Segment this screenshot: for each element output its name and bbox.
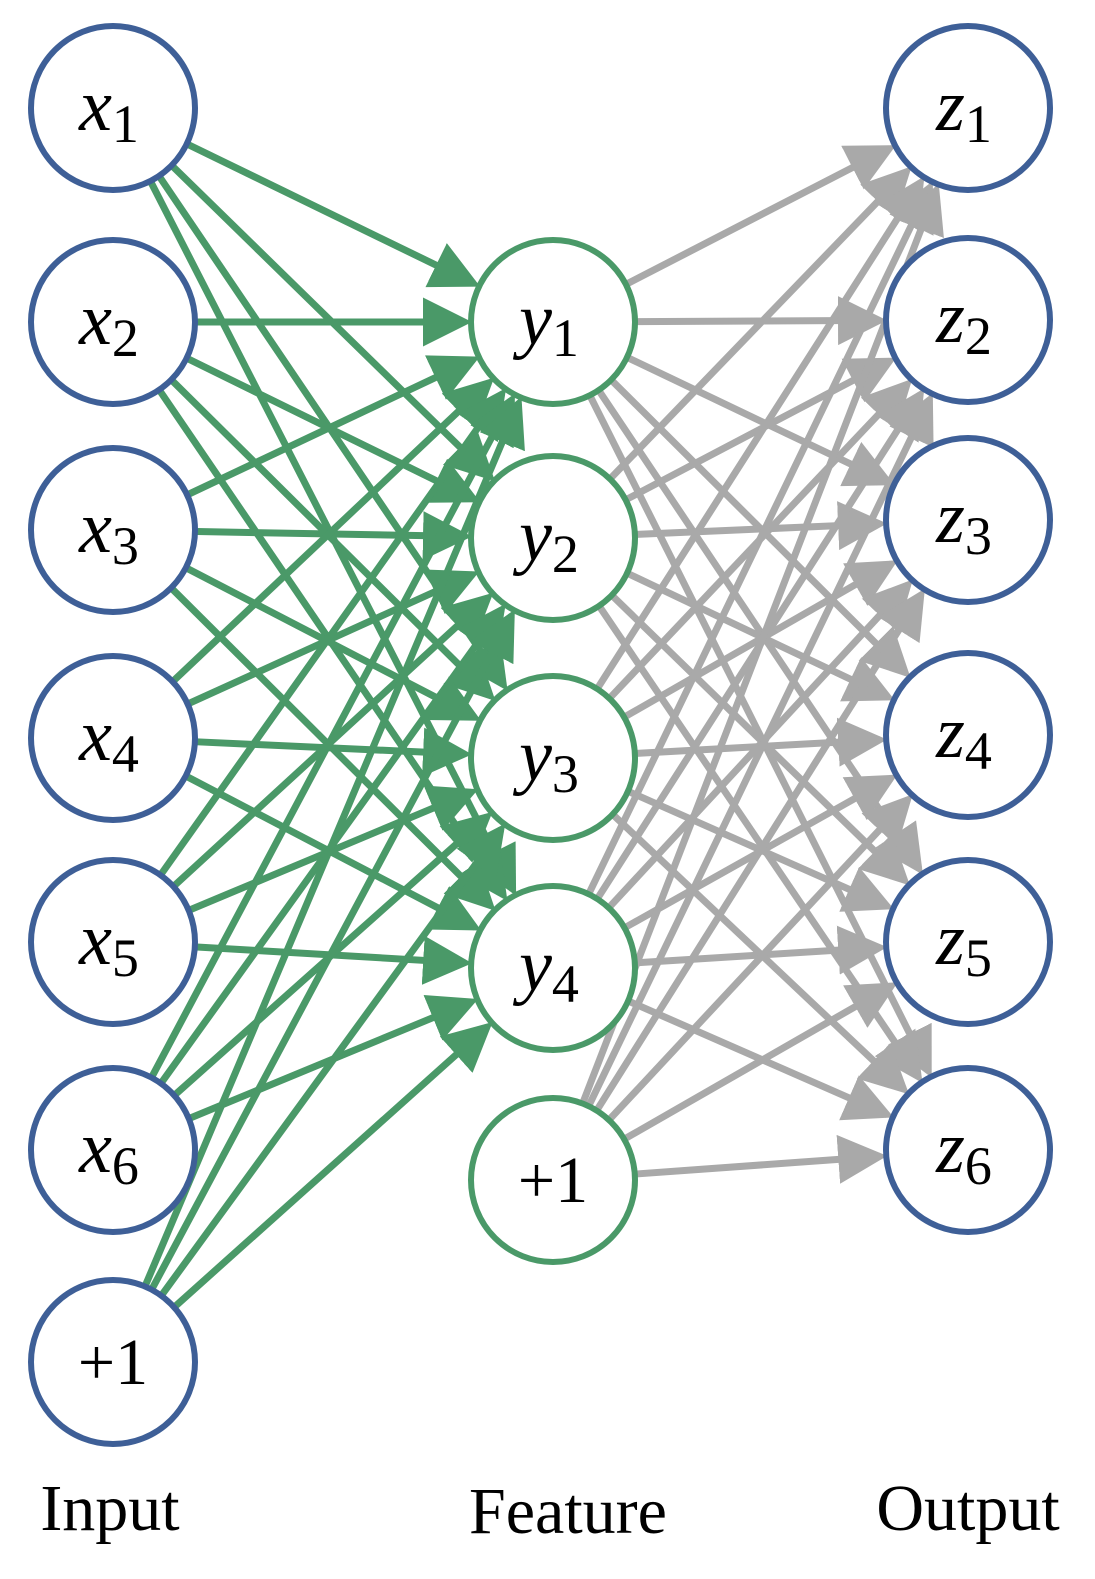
edge-bias-to-z4 bbox=[607, 794, 913, 1121]
feature-node-4-circle bbox=[468, 883, 638, 1053]
layer-labels: Input Feature Output bbox=[40, 1472, 1059, 1548]
feature-node-3-circle bbox=[468, 673, 638, 843]
decoder-edges bbox=[580, 145, 944, 1184]
edge-y2-to-z1 bbox=[608, 166, 912, 480]
edge-x3-to-y1 bbox=[187, 355, 480, 498]
output-node-1-circle bbox=[883, 23, 1053, 193]
input-node-1-circle bbox=[28, 23, 198, 193]
edge-x4-to-y3 bbox=[196, 727, 473, 777]
output-node-6-circle bbox=[883, 1065, 1053, 1235]
edge-y4-to-z1 bbox=[586, 180, 934, 894]
input-node-5: x5 bbox=[28, 857, 198, 1027]
input-node-2-circle bbox=[28, 237, 198, 407]
edge-y1-to-z3 bbox=[627, 355, 895, 487]
feature-bias-node-label: +1 bbox=[518, 1144, 588, 1217]
input-node-3-circle bbox=[28, 445, 198, 615]
input-bias-node: +1 bbox=[28, 1277, 198, 1447]
input-bias-node-label: +1 bbox=[78, 1326, 148, 1399]
input-node-2-label: x2 bbox=[78, 279, 139, 368]
feature-layer-label: Feature bbox=[469, 1475, 667, 1548]
edge-y2-to-z4 bbox=[627, 570, 895, 702]
edge-y1-to-z1 bbox=[626, 145, 897, 287]
feature-node-2-label: y2 bbox=[512, 495, 579, 584]
encoder-edges bbox=[142, 141, 525, 1309]
feature-node-1-label: y1 bbox=[512, 279, 579, 368]
input-node-5-label: x5 bbox=[78, 899, 139, 988]
input-node-4: x4 bbox=[28, 653, 198, 823]
output-node-5-circle bbox=[883, 857, 1053, 1027]
input-node-1-label: x1 bbox=[78, 65, 139, 154]
edge-bias-to-z6 bbox=[636, 1134, 888, 1184]
output-node-3-label: z3 bbox=[935, 477, 992, 566]
edge-bias-to-y3 bbox=[159, 823, 506, 1297]
feature-node-1: y1 bbox=[468, 237, 638, 407]
edge-bias-to-z5 bbox=[624, 982, 898, 1142]
input-layer-label: Input bbox=[40, 1472, 179, 1545]
output-node-6-label: z6 bbox=[935, 1107, 992, 1196]
output-node-2-label: z2 bbox=[935, 277, 992, 366]
feature-node-4-label: y4 bbox=[512, 925, 579, 1014]
output-node-5: z5 bbox=[883, 857, 1053, 1027]
edge-y3-to-z1 bbox=[595, 176, 925, 690]
feature-bias-node-circle bbox=[468, 1095, 638, 1265]
edge-x6-to-y1 bbox=[149, 393, 515, 1078]
edge-bias-to-y2 bbox=[149, 609, 515, 1290]
edge-x4-to-y1 bbox=[171, 377, 495, 683]
edge-bias-to-y4 bbox=[173, 1022, 493, 1309]
edge-x5-to-y1 bbox=[158, 388, 507, 876]
output-node-1-label: z1 bbox=[935, 65, 992, 154]
feature-node-1-circle bbox=[468, 237, 638, 407]
output-layer-label: Output bbox=[876, 1472, 1059, 1545]
input-node-3: x3 bbox=[28, 445, 198, 615]
edge-bias-to-z1 bbox=[580, 183, 944, 1103]
feature-node-2: y2 bbox=[468, 453, 638, 623]
input-node-5-circle bbox=[28, 857, 198, 1027]
nodes: x1 x2 x3 x4 x5 x6 +1 y1 y2 y3 y4 +1 z1 z2 z3 z4 z5 z6 bbox=[28, 23, 1053, 1447]
input-node-6-label: x6 bbox=[78, 1107, 139, 1196]
input-node-2: x2 bbox=[28, 237, 198, 407]
feature-node-4: y4 bbox=[468, 883, 638, 1053]
edge-y1-to-z6 bbox=[587, 395, 932, 1078]
edge-bias-to-z3 bbox=[594, 588, 925, 1111]
output-node-4: z4 bbox=[883, 650, 1053, 820]
input-node-1: x1 bbox=[28, 23, 198, 193]
edge-x3-to-y3 bbox=[185, 565, 482, 721]
edge-bias-to-y1 bbox=[142, 396, 525, 1287]
output-node-2-circle bbox=[883, 235, 1053, 405]
feature-node-3-label: y3 bbox=[512, 715, 579, 804]
input-bias-node-circle bbox=[28, 1277, 198, 1447]
input-node-6: x6 bbox=[28, 1065, 198, 1235]
output-node-4-label: z4 bbox=[935, 692, 992, 781]
output-node-5-label: z5 bbox=[935, 899, 992, 988]
input-node-6-circle bbox=[28, 1065, 198, 1235]
feature-node-3: y3 bbox=[468, 673, 638, 843]
output-node-3-circle bbox=[883, 435, 1053, 605]
output-node-4-circle bbox=[883, 650, 1053, 820]
output-node-6: z6 bbox=[883, 1065, 1053, 1235]
output-node-2: z2 bbox=[883, 235, 1053, 405]
edge-x1-to-y1 bbox=[187, 141, 481, 288]
feature-bias-node: +1 bbox=[468, 1095, 638, 1265]
edge-bias-to-z2 bbox=[586, 392, 934, 1106]
output-node-1: z1 bbox=[883, 23, 1053, 193]
feature-node-2-circle bbox=[468, 453, 638, 623]
input-node-4-circle bbox=[28, 653, 198, 823]
output-node-3: z3 bbox=[883, 435, 1053, 605]
input-node-4-label: x4 bbox=[78, 695, 139, 784]
input-node-3-label: x3 bbox=[78, 487, 139, 576]
